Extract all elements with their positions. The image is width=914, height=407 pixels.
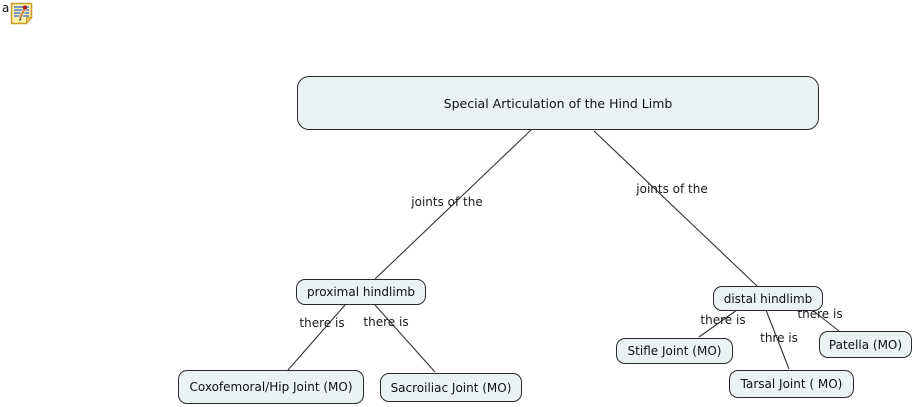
pencil-glyph [18,5,28,21]
link-label-thre-is-distal-middle[interactable]: thre is [760,331,798,345]
link-label-there-is-proximal-right[interactable]: there is [363,315,409,329]
link-label-joints-left[interactable]: joints of the [411,195,483,209]
link-label-there-is-distal-left[interactable]: there is [700,313,746,327]
concept-node-root[interactable]: Special Articulation of the Hind Limb [297,76,819,130]
concept-node-distal-hindlimb[interactable]: distal hindlimb [713,286,823,311]
note-pencil-icon[interactable] [10,2,34,25]
link-label-joints-right[interactable]: joints of the [636,182,708,196]
connector-root-distal [593,130,758,287]
concept-node-tarsal-joint[interactable]: Tarsal Joint ( MO) [729,370,854,398]
annotation-letter: a [2,1,10,15]
annotation-marker[interactable]: a [2,2,34,25]
concept-node-sacroiliac-joint[interactable]: Sacroiliac Joint (MO) [380,373,522,402]
concept-node-coxofemoral-hip-joint[interactable]: Coxofemoral/Hip Joint (MO) [178,370,364,404]
concept-node-stifle-joint[interactable]: Stifle Joint (MO) [616,338,733,364]
connector-proximal-coxofemoral [287,304,346,371]
concept-node-proximal-hindlimb[interactable]: proximal hindlimb [296,279,426,305]
concept-node-patella[interactable]: Patella (MO) [819,331,912,358]
link-label-there-is-proximal-left[interactable]: there is [299,316,345,330]
